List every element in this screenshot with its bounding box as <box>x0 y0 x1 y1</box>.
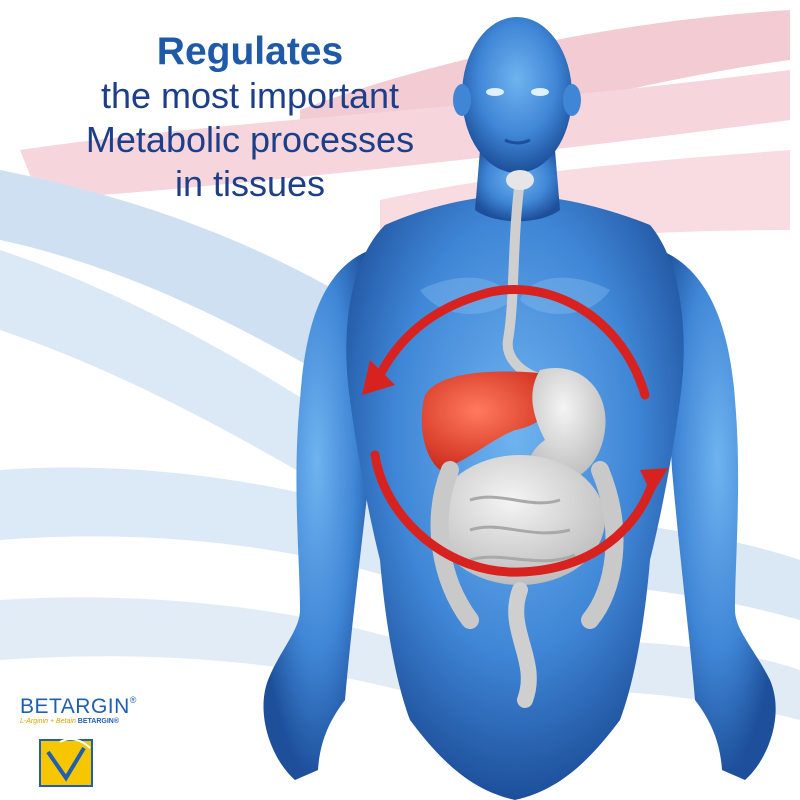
brand-name-text: BETARGIN <box>20 695 130 718</box>
brand-name: BETARGIN® <box>20 695 220 719</box>
digestive-organs <box>430 368 624 708</box>
cycle-arrows-icon <box>362 285 668 577</box>
headline-line-4: in tissues <box>174 163 326 204</box>
brand-tagline-reg: ® <box>113 718 120 725</box>
brand-logo-icon <box>39 738 93 787</box>
brand-block: BETARGIN® L-Arginin + Betain BETARGIN® <box>20 695 220 725</box>
headline: Regulates the most important Metabolic p… <box>10 30 490 206</box>
brand-tagline-part2: BETARGIN <box>77 718 114 725</box>
headline-line-2: the most important <box>100 75 400 116</box>
liver <box>421 371 561 470</box>
esophagus <box>502 170 545 383</box>
headline-line-3: Metabolic processes <box>85 119 415 160</box>
headline-line-1: Regulates <box>156 30 344 73</box>
brand-tagline: L-Arginin + Betain BETARGIN® <box>20 718 220 725</box>
brand-registered-mark: ® <box>129 695 137 705</box>
brand-tagline-part1: L-Arginin + Betain <box>20 718 76 725</box>
